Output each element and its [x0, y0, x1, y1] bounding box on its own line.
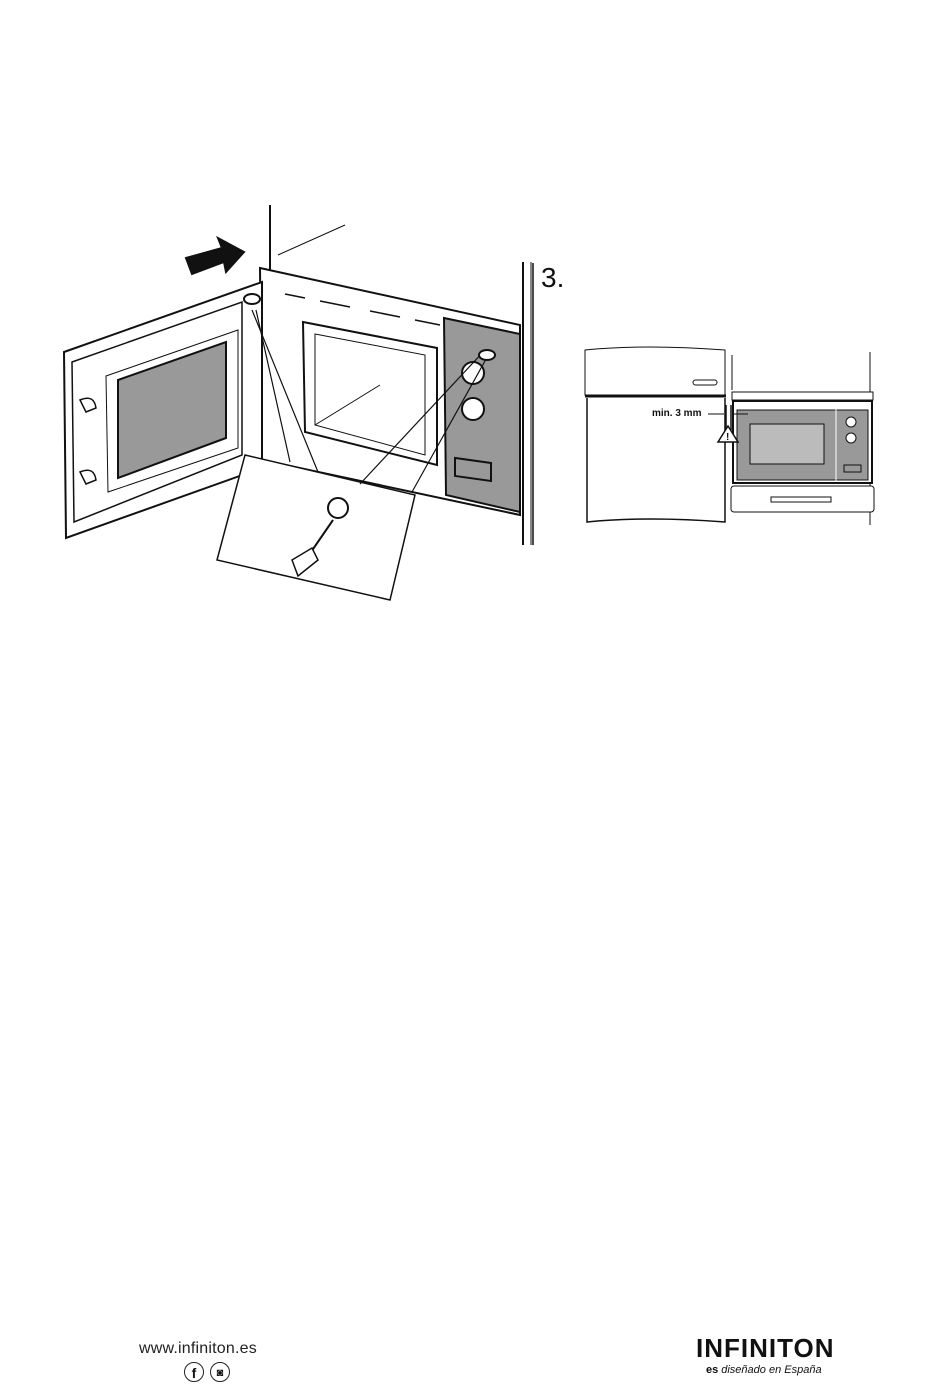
step-number: 3. — [541, 262, 565, 293]
tagline-text: diseñado en España — [721, 1364, 822, 1376]
website-link[interactable]: www.infiniton.es — [139, 1340, 257, 1357]
brand-logo: INFINITON — [696, 1333, 835, 1363]
microwave-install-figure — [62, 205, 532, 601]
clearance-label: min. 3 mm — [652, 408, 702, 419]
facebook-icon[interactable]: f — [184, 1362, 204, 1382]
brand-prefix: es — [706, 1364, 719, 1376]
instagram-icon[interactable]: ◙ — [210, 1362, 230, 1382]
clearance-figure: ! — [532, 263, 875, 545]
svg-text:!: ! — [726, 432, 729, 443]
